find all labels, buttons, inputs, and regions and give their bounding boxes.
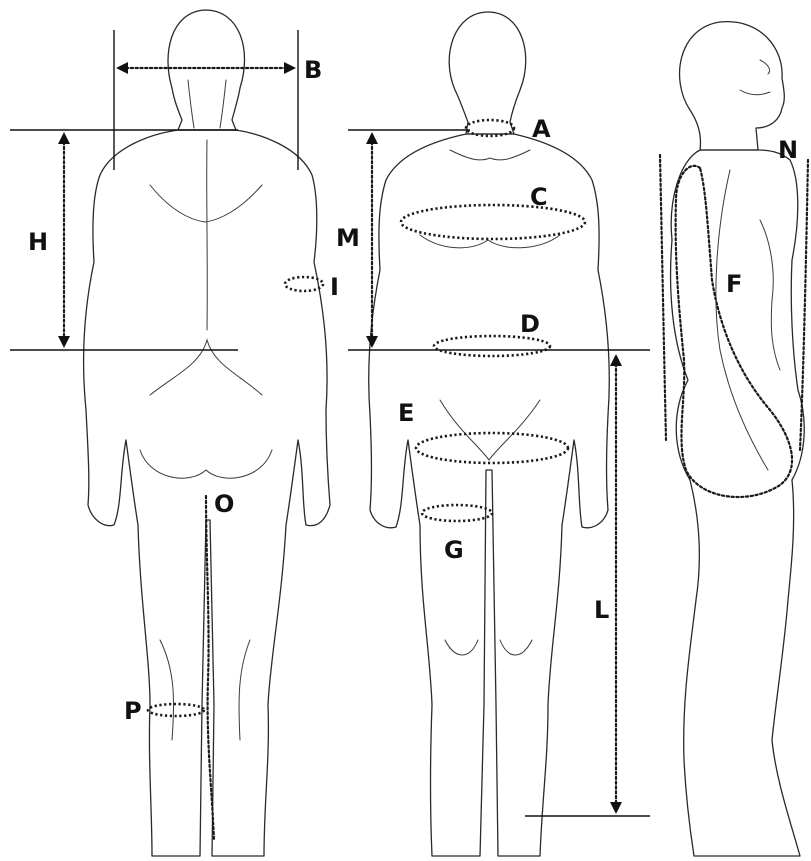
label-c: C — [530, 183, 548, 211]
measure-h-arrowhead-bottom — [58, 336, 70, 348]
label-n: N — [778, 136, 798, 164]
measure-f-torso-loop — [676, 166, 792, 497]
measure-b-arrowhead-right — [284, 62, 296, 74]
side-view-head — [680, 22, 785, 150]
measure-l-arrowhead-top — [610, 354, 622, 366]
measure-b-arrowhead-left — [116, 62, 128, 74]
measure-c-chest-ring — [401, 205, 585, 239]
reference-lines — [10, 30, 650, 816]
label-a: A — [532, 115, 551, 143]
measure-m-arrowhead-bottom — [366, 336, 378, 348]
back-view-head — [168, 10, 245, 130]
front-view-body-outline — [369, 134, 610, 856]
side-view-face — [740, 60, 770, 95]
back-view-figure — [84, 10, 330, 856]
measure-i-arm-ring — [285, 277, 323, 291]
label-h: H — [28, 228, 48, 256]
label-g: G — [444, 536, 464, 564]
measurement-markers — [58, 62, 808, 840]
measure-l-arrowhead-bottom — [610, 802, 622, 814]
label-m: M — [336, 224, 360, 252]
label-f: F — [726, 270, 742, 298]
front-view-pelvis — [440, 400, 540, 460]
measure-m-arrowhead-top — [366, 132, 378, 144]
label-e: E — [398, 399, 414, 427]
back-view-neck-lines — [188, 80, 226, 128]
measure-n-front-guide — [660, 155, 666, 440]
side-view-arm — [716, 170, 768, 470]
measure-g-thigh-ring — [422, 505, 492, 521]
measure-h-arrowhead-top — [58, 132, 70, 144]
back-view-lower-back — [150, 340, 262, 395]
side-view-abdomen — [760, 220, 780, 370]
measure-n-back-guide — [800, 160, 808, 450]
back-view-spine — [207, 140, 208, 330]
measure-e-hip-ring — [416, 433, 568, 463]
label-o: O — [214, 490, 234, 518]
label-i: I — [330, 273, 339, 301]
label-b: B — [304, 56, 322, 84]
label-p: P — [124, 697, 142, 725]
back-view-shoulder-blades — [150, 185, 262, 222]
measure-d-waist-ring — [434, 336, 550, 356]
front-view-head — [449, 12, 526, 134]
back-view-buttocks — [140, 450, 272, 478]
side-view-body-outline — [671, 150, 805, 856]
label-d: D — [520, 310, 540, 338]
front-view-collarbone — [450, 150, 530, 160]
front-view-knees — [445, 640, 532, 655]
measure-p-calf-ring — [148, 704, 204, 716]
back-view-calf-lines — [160, 640, 250, 740]
label-l: L — [594, 596, 609, 624]
